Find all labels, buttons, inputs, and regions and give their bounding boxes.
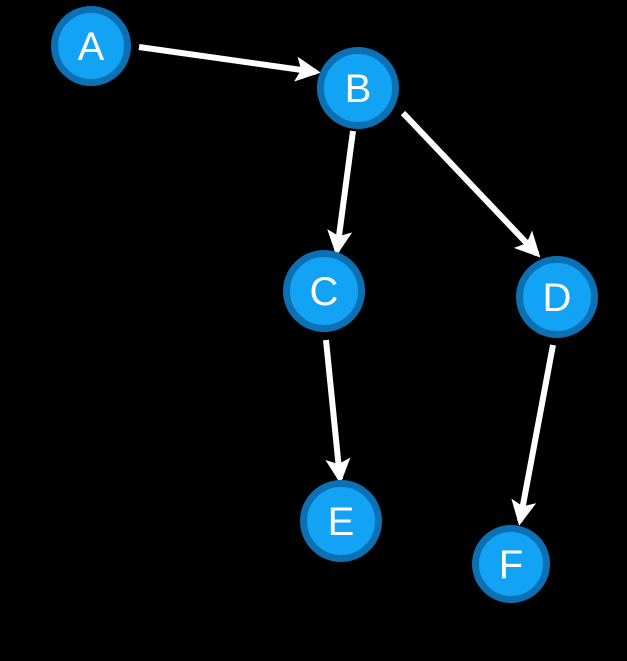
edge-b-to-d: [400, 110, 541, 258]
nodes-layer: A B C D E F: [51, 6, 598, 603]
node-label-a: A: [78, 25, 105, 69]
edges-layer: [138, 44, 556, 526]
node-c[interactable]: C: [283, 250, 365, 332]
node-d[interactable]: D: [516, 256, 598, 338]
node-b[interactable]: B: [317, 47, 399, 129]
node-label-f: F: [499, 543, 523, 587]
node-circle-e[interactable]: [300, 480, 382, 562]
node-circle-c[interactable]: [283, 250, 365, 332]
edge-c-to-e: [323, 339, 351, 484]
node-label-d: D: [543, 276, 572, 320]
node-circle-d[interactable]: [516, 256, 598, 338]
edge-a-to-b: [138, 44, 321, 82]
node-e[interactable]: E: [300, 480, 382, 562]
node-f[interactable]: F: [472, 525, 550, 603]
node-label-c: C: [310, 270, 339, 314]
node-label-b: B: [345, 67, 372, 111]
node-circle-b[interactable]: [317, 47, 399, 129]
node-circle-f[interactable]: [472, 525, 550, 603]
edge-b-to-c: [327, 130, 356, 256]
edge-d-to-f: [511, 344, 556, 526]
node-a[interactable]: A: [51, 6, 131, 86]
node-circle-a[interactable]: [51, 6, 131, 86]
node-label-e: E: [328, 500, 355, 544]
